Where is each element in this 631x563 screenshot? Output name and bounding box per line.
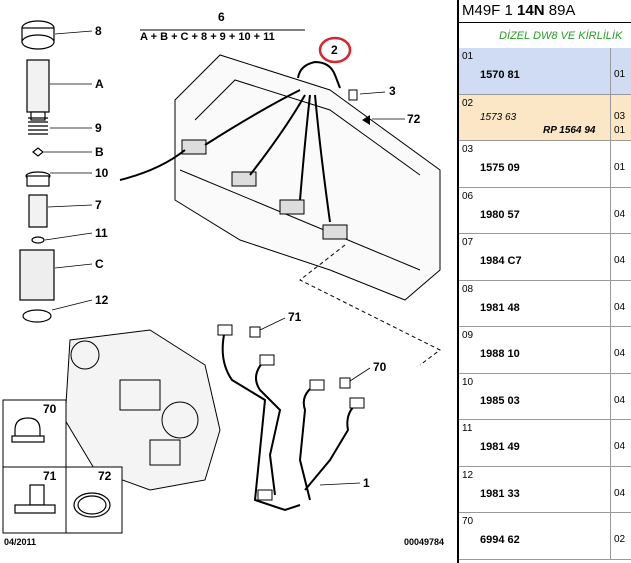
parts-list-panel: M49F 1 14N 89A DİZEL DW8 VE KİRLİLİK 01 1… — [457, 0, 631, 563]
parts-row[interactable]: 70 6994 62 02 — [459, 513, 631, 560]
parts-diagram: 6 A + B + C + 8 + 9 + 10 + 11 8 A 9 B 10… — [2, 10, 445, 547]
row-index: 09 — [462, 330, 474, 341]
row-index: 03 — [462, 144, 474, 155]
callout-71: 71 — [288, 310, 302, 324]
callout-A: A — [95, 77, 104, 91]
part-reference: 1981 48 — [480, 301, 520, 314]
callout-3: 3 — [389, 84, 396, 98]
panel-header: M49F 1 14N 89A — [459, 0, 631, 23]
parts-row[interactable]: 03 1575 09 01 — [459, 141, 631, 188]
part-reference: 1980 57 — [480, 208, 520, 221]
quantity: 04 — [614, 487, 626, 499]
replacement-reference: RP 1564 94 — [543, 124, 596, 136]
quantity: 04 — [614, 255, 626, 266]
part-reference: 1984 C7 — [480, 255, 522, 267]
column-divider — [610, 234, 611, 280]
callout-11: 11 — [95, 226, 108, 240]
panel-subtitle: DİZEL DW8 VE KİRLİLİK — [459, 23, 631, 50]
callout-9: 9 — [95, 121, 102, 135]
header-prefix: M49F 1 — [462, 2, 518, 19]
part-reference: 1573 63 — [480, 111, 517, 123]
row-index: 10 — [462, 376, 474, 388]
callout-7: 7 — [95, 198, 102, 212]
formula-text: A + B + C + 8 + 9 + 10 + 11 — [140, 31, 275, 43]
callout-C: C — [95, 257, 104, 271]
parts-row[interactable]: 12 1981 33 04 — [459, 466, 631, 513]
quantity: 04 — [614, 301, 626, 313]
callout-B: B — [95, 145, 104, 159]
parts-row[interactable]: 09 1988 10 04 — [459, 327, 631, 374]
parts-row[interactable]: 06 1980 57 04 — [459, 187, 631, 234]
row-index: 02 — [462, 97, 474, 109]
column-divider — [610, 373, 611, 419]
parts-row[interactable]: 02 1573 63 RP 1564 94 03 01 — [459, 94, 631, 141]
part-reference: 1575 09 — [480, 162, 520, 174]
diagram-date: 04/2011 — [4, 537, 37, 547]
quantity: 04 — [614, 348, 626, 359]
column-divider — [610, 420, 611, 466]
quantity: 04 — [614, 394, 626, 406]
quantity: 01 — [614, 162, 626, 173]
quantity: 02 — [614, 534, 626, 545]
quantity: 04 — [614, 441, 626, 452]
part-reference: 1988 10 — [480, 348, 520, 360]
parts-row[interactable]: 11 1981 49 04 — [459, 420, 631, 467]
column-divider — [610, 327, 611, 373]
callout-8: 8 — [95, 24, 102, 38]
quantity: 01 — [614, 69, 626, 80]
callout-70: 70 — [373, 360, 387, 374]
parts-row[interactable]: 10 1985 03 04 — [459, 373, 631, 420]
callout-72: 72 — [407, 112, 421, 126]
callout-10: 10 — [95, 166, 109, 180]
part-reference: 1981 49 — [480, 441, 520, 453]
box-label-70: 70 — [43, 402, 57, 416]
quantity-secondary: 01 — [614, 124, 626, 136]
callout-12: 12 — [95, 293, 109, 307]
part-reference: 6994 62 — [480, 534, 520, 546]
quantity: 04 — [614, 208, 626, 220]
column-divider — [610, 187, 611, 233]
parts-row[interactable]: 07 1984 C7 04 — [459, 234, 631, 281]
diagram-code: 00049784 — [404, 537, 445, 547]
column-divider — [610, 48, 611, 94]
part-reference: 1985 03 — [480, 394, 520, 407]
column-divider — [610, 466, 611, 512]
row-index: 12 — [462, 469, 474, 481]
box-label-72: 72 — [98, 469, 112, 483]
parts-row[interactable]: 08 1981 48 04 — [459, 280, 631, 327]
part-reference: 1981 33 — [480, 487, 520, 500]
callout-2: 2 — [331, 43, 338, 57]
callout-1: 1 — [363, 476, 370, 490]
column-divider — [610, 94, 611, 140]
row-index: 08 — [462, 283, 474, 295]
parts-row[interactable]: 01 1570 81 01 — [459, 48, 631, 95]
header-suffix: 89A — [544, 2, 576, 19]
quantity: 03 — [614, 110, 626, 122]
row-index: 11 — [462, 423, 473, 434]
column-divider — [610, 280, 611, 326]
column-divider — [610, 141, 611, 187]
exploded-view-drawing — [2, 20, 441, 534]
row-index: 06 — [462, 190, 474, 202]
row-index: 70 — [462, 516, 474, 527]
formula-number: 6 — [218, 10, 225, 24]
row-index: 07 — [462, 237, 474, 248]
row-index: 01 — [462, 51, 474, 62]
box-label-71: 71 — [43, 469, 57, 483]
column-divider — [610, 513, 611, 559]
part-reference: 1570 81 — [480, 69, 520, 81]
header-bold: 14N — [517, 2, 545, 19]
